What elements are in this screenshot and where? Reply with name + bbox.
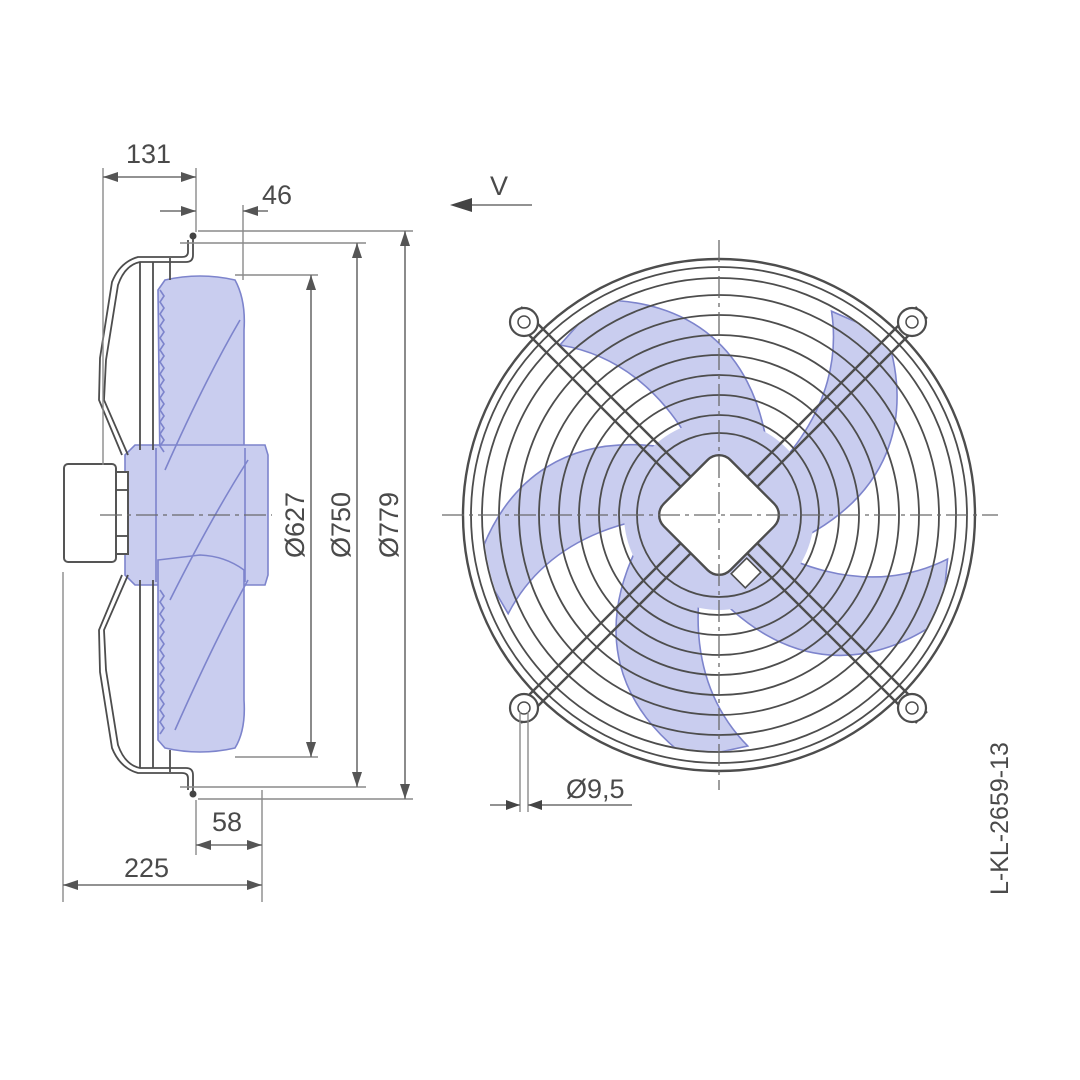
- dim-dia779-label: Ø779: [374, 492, 404, 558]
- drawing-number: L-KL-2659-13: [986, 742, 1014, 895]
- hole-dimension: Ø9,5: [490, 712, 632, 812]
- airflow-label: V: [490, 171, 508, 201]
- dim-dia627-label: Ø627: [280, 492, 310, 558]
- side-blade-serration: [159, 289, 165, 735]
- dim-131-label: 131: [126, 139, 171, 169]
- airflow-arrow-icon: [450, 198, 472, 212]
- side-hub: [124, 444, 269, 586]
- dim-hole-label: Ø9,5: [566, 774, 625, 804]
- dim-46-label: 46: [262, 180, 292, 210]
- side-blade-upper: [157, 275, 246, 473]
- airflow-direction: V: [450, 171, 532, 212]
- dim-225-label: 225: [124, 853, 169, 883]
- mounting-feet: [508, 306, 928, 724]
- motor-hub: [657, 453, 781, 577]
- side-blade-lower: [157, 554, 246, 753]
- side-motor: [63, 463, 117, 563]
- dim-dia750-label: Ø750: [326, 492, 356, 558]
- front-view: V Ø9,5: [442, 171, 998, 812]
- dim-58-label: 58: [212, 807, 242, 837]
- side-view: 131 46 Ø627 Ø750 Ø779: [62, 139, 413, 902]
